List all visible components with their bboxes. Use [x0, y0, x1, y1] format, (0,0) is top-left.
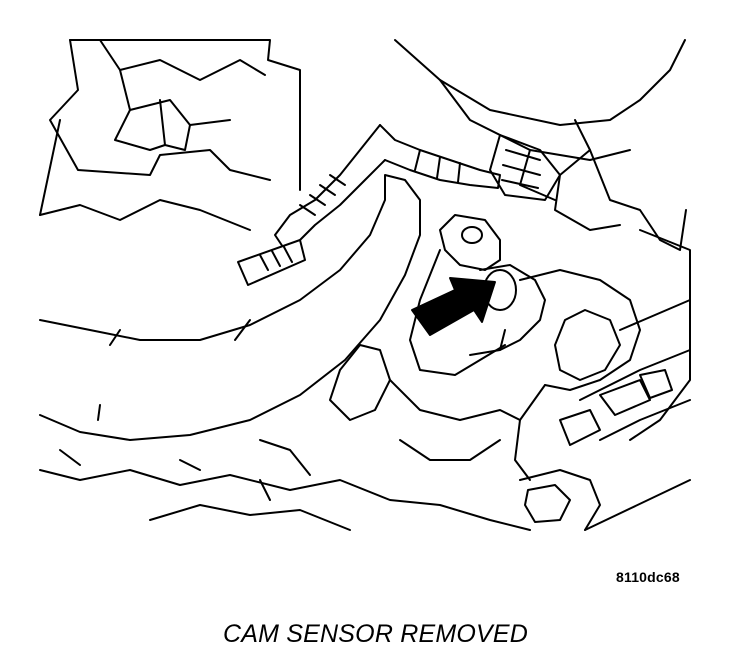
- sensor-mount-boss: [409, 214, 546, 376]
- coolant-hose: [39, 174, 421, 441]
- right-side-tubing: [514, 229, 691, 481]
- callout-arrow: [411, 277, 496, 336]
- bracket-bolts-lower-right: [519, 369, 691, 531]
- engine-block-lower: [39, 319, 531, 531]
- figure-caption: CAM SENSOR REMOVED: [223, 620, 529, 648]
- engine-casting-upper-right: [394, 39, 687, 251]
- sensor-wire-harness: [237, 124, 501, 286]
- figure-code: 8110dc68: [616, 569, 680, 585]
- engine-block-upper-left: [39, 39, 301, 231]
